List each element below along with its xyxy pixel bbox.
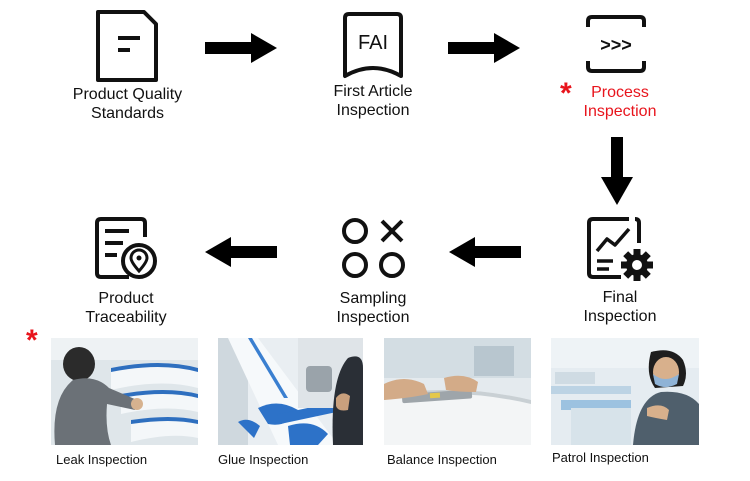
photo-patrol-inspection — [551, 338, 699, 445]
arrow-down-icon — [601, 137, 633, 205]
document-icon — [94, 8, 160, 84]
photo-balance-inspection — [384, 338, 531, 445]
terminal-chevrons-icon: >>> — [584, 13, 648, 75]
circles-cross-icon — [339, 215, 409, 281]
fai-badge-icon: FAI — [339, 10, 407, 82]
photo-caption-glue-inspection: Glue Inspection — [218, 452, 309, 467]
arrow-right-icon — [205, 33, 277, 63]
photo-leak-inspection — [51, 338, 198, 445]
arrow-right-icon — [448, 33, 520, 63]
svg-text:>>>: >>> — [600, 35, 632, 55]
document-location-icon — [93, 215, 159, 283]
photo-caption-leak-inspection: Leak Inspection — [56, 452, 148, 467]
chart-gear-icon — [585, 215, 657, 285]
highlight-star: * — [560, 77, 572, 110]
photo-caption-patrol-inspection: Patrol Inspection — [552, 450, 649, 465]
highlight-star: * — [26, 324, 38, 357]
arrow-left-icon — [449, 237, 521, 267]
arrow-left-icon — [205, 237, 277, 267]
photo-caption-balance-inspection: Balance Inspection — [387, 452, 497, 467]
svg-text:FAI: FAI — [358, 32, 388, 54]
photo-glue-inspection — [218, 338, 363, 445]
